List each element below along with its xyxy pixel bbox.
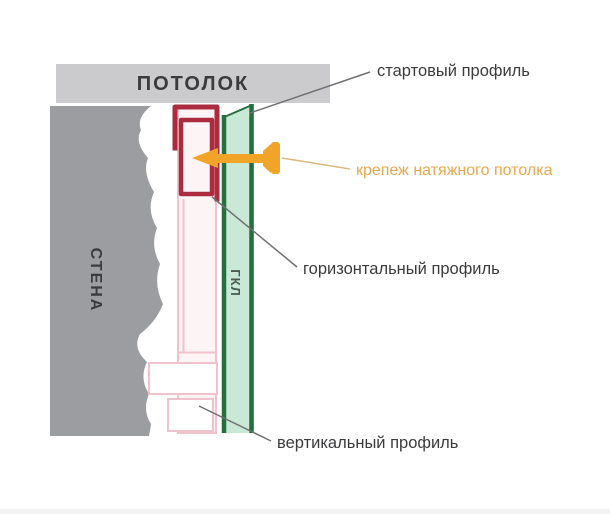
drywall-board-label: ГКЛ — [228, 269, 243, 297]
wall-label: СТЕНА — [87, 247, 104, 313]
screw-shaft — [216, 154, 264, 163]
leader-line-start-profile — [249, 71, 371, 114]
label-start-profile: стартовый профиль — [377, 62, 530, 80]
label-horizontal-profile: горизонтальный профиль — [303, 260, 500, 278]
label-vertical-profile: вертикальный профиль — [277, 434, 459, 452]
drywall-board-top-edge — [221, 104, 253, 119]
screw-fastener-icon — [192, 142, 280, 174]
screw-neck — [263, 144, 271, 173]
vertical-profile-segment-lower — [167, 398, 214, 432]
bottom-edge-strip — [0, 509, 610, 514]
wall-block — [50, 106, 163, 436]
label-fastener: крепеж натяжного потолка — [356, 162, 553, 179]
ceiling-block — [56, 64, 330, 103]
leader-line-vertical-profile — [198, 405, 272, 442]
leader-line-horizontal-profile — [211, 196, 298, 268]
vertical-profile-segment-upper — [148, 362, 218, 395]
ceiling-label: ПОТОЛОК — [136, 73, 250, 95]
screw-arrow-tip — [192, 148, 218, 168]
screw-head — [271, 142, 280, 174]
leader-line-fastener — [281, 157, 351, 170]
drywall-board — [222, 104, 254, 433]
